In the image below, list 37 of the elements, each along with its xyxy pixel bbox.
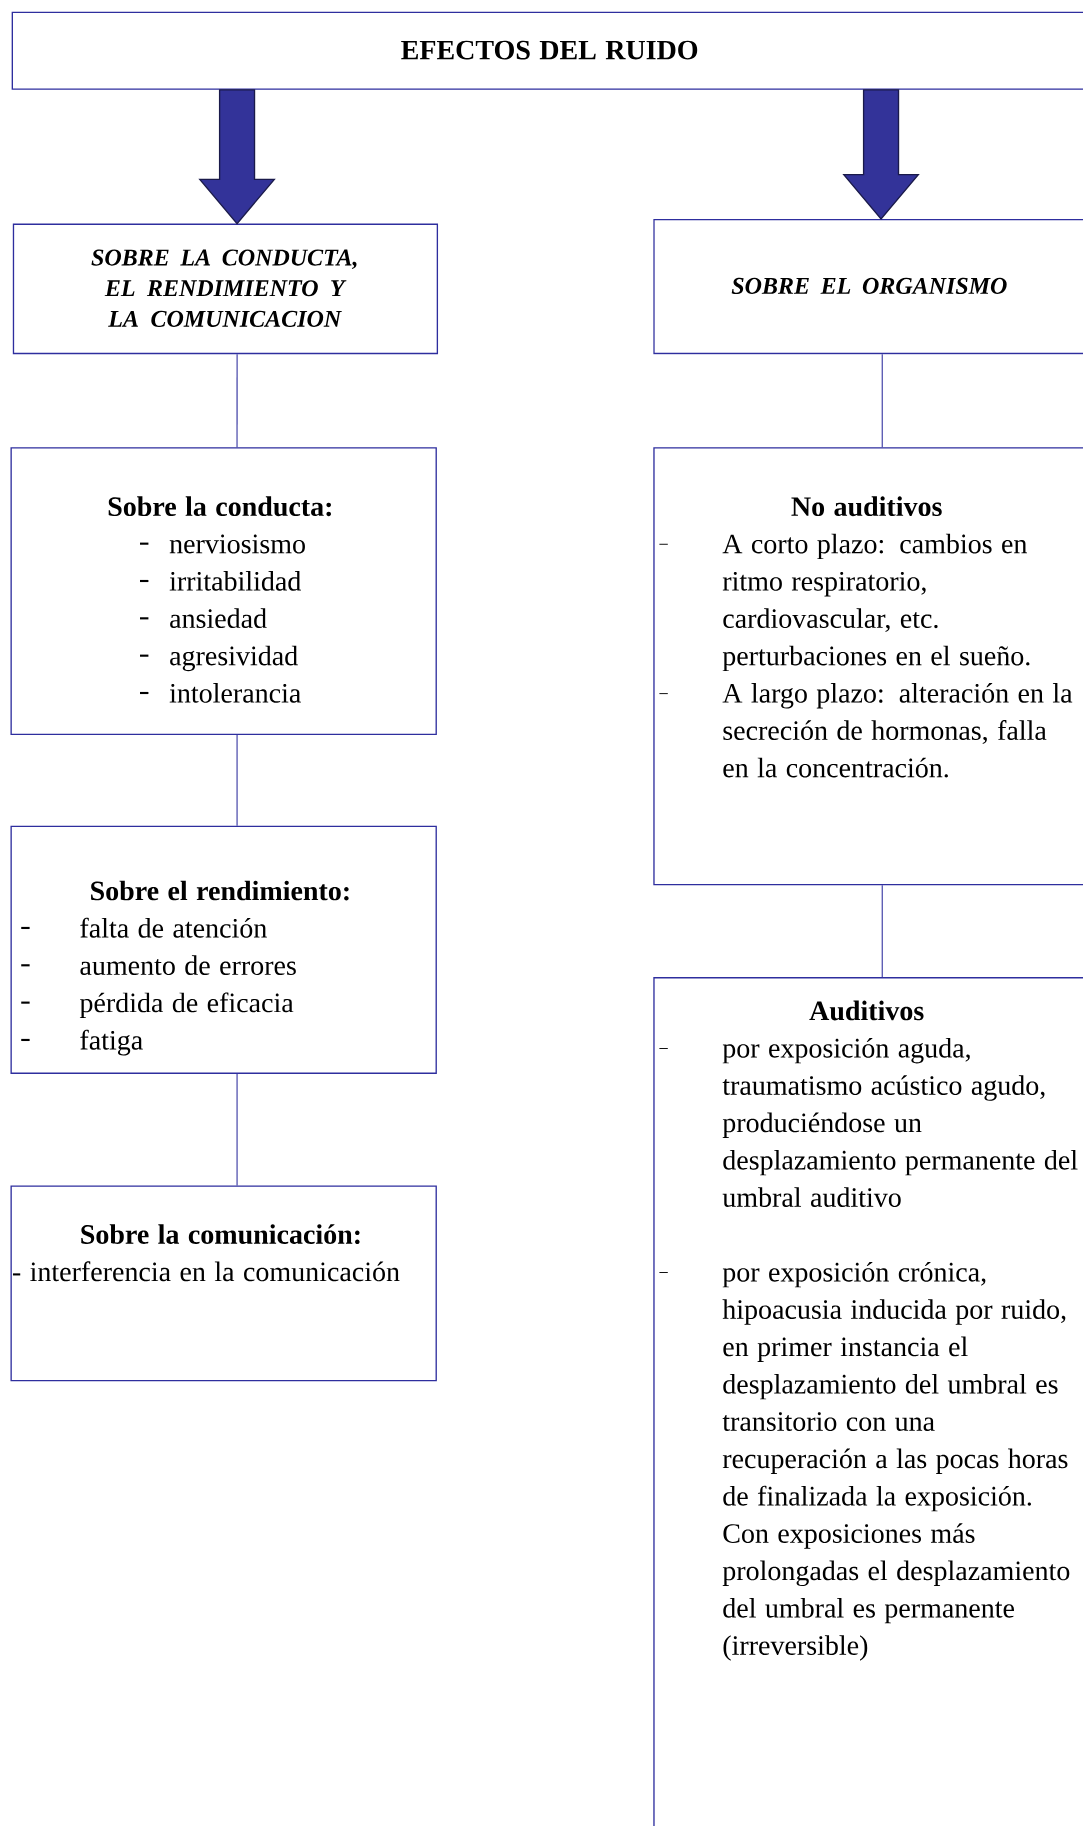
list-item: irritabilidad <box>169 571 301 591</box>
list-item: por exposición aguda, traumatismo acústico agudo, produciéndose un desplazamiento permanente del umbral auditivo <box>722 1037 1078 1207</box>
box-heading: Sobre la conducta: <box>108 496 331 517</box>
list-item: nerviosismo <box>169 534 305 554</box>
category-heading: SOBRE EL ORGANISMO <box>731 277 1007 294</box>
list-item: pérdida de eficacia <box>79 992 294 1019</box>
block-arrow <box>842 89 920 220</box>
box-text: - interferencia en la comunicación <box>12 1261 400 1282</box>
list-item: A largo plazo: alteración en la secreción de hormonas, falla en la concentración. <box>722 683 1073 778</box>
box-heading: Sobre el rendimiento: <box>91 880 349 901</box>
list-item: fatiga <box>80 1029 143 1056</box>
list-item: intolerancia <box>169 683 301 703</box>
text-box <box>12 223 439 355</box>
connector-line <box>881 884 883 978</box>
connector-line <box>236 734 238 827</box>
text-box <box>653 447 1083 886</box>
title: EFECTOS DEL RUIDO <box>401 40 698 60</box>
box-heading: Auditivos <box>809 1000 924 1021</box>
list-item: A corto plazo: cambios en ritmo respiratorio, cardiovascular, etc. perturbaciones en el sueño. <box>722 533 1030 672</box>
box-heading: No auditivos <box>791 496 942 517</box>
block-arrow <box>198 89 276 225</box>
text-box <box>653 977 1083 1826</box>
text-box <box>653 218 1083 355</box>
list-item: aumento de errores <box>80 955 296 976</box>
connector-line <box>881 353 883 448</box>
connector-line <box>236 353 238 448</box>
text-box <box>11 11 1083 90</box>
list-item: agresividad <box>170 645 298 672</box>
list-item: ansiedad <box>170 608 267 629</box>
list-item: falta de atención <box>80 917 267 938</box>
connector-line <box>236 1073 238 1187</box>
text-box <box>10 1185 437 1382</box>
text-box <box>10 825 437 1074</box>
category-heading: SOBRE LA CONDUCTA, EL RENDIMIENTO Y LA COMUNICACION <box>91 249 357 327</box>
text-box <box>10 447 437 735</box>
list-item: por exposición crónica, hipoacusia inducida por ruido, en primer instancia el desplazamiento del umbral es transitorio con una recuperación a las pocas horas de finalizada la exposición. Con exposiciones más prolongadas el desplazamiento del umbral es permanente (irreversible) <box>722 1261 1070 1661</box>
box-heading: Sobre la comunicación: <box>81 1224 360 1245</box>
